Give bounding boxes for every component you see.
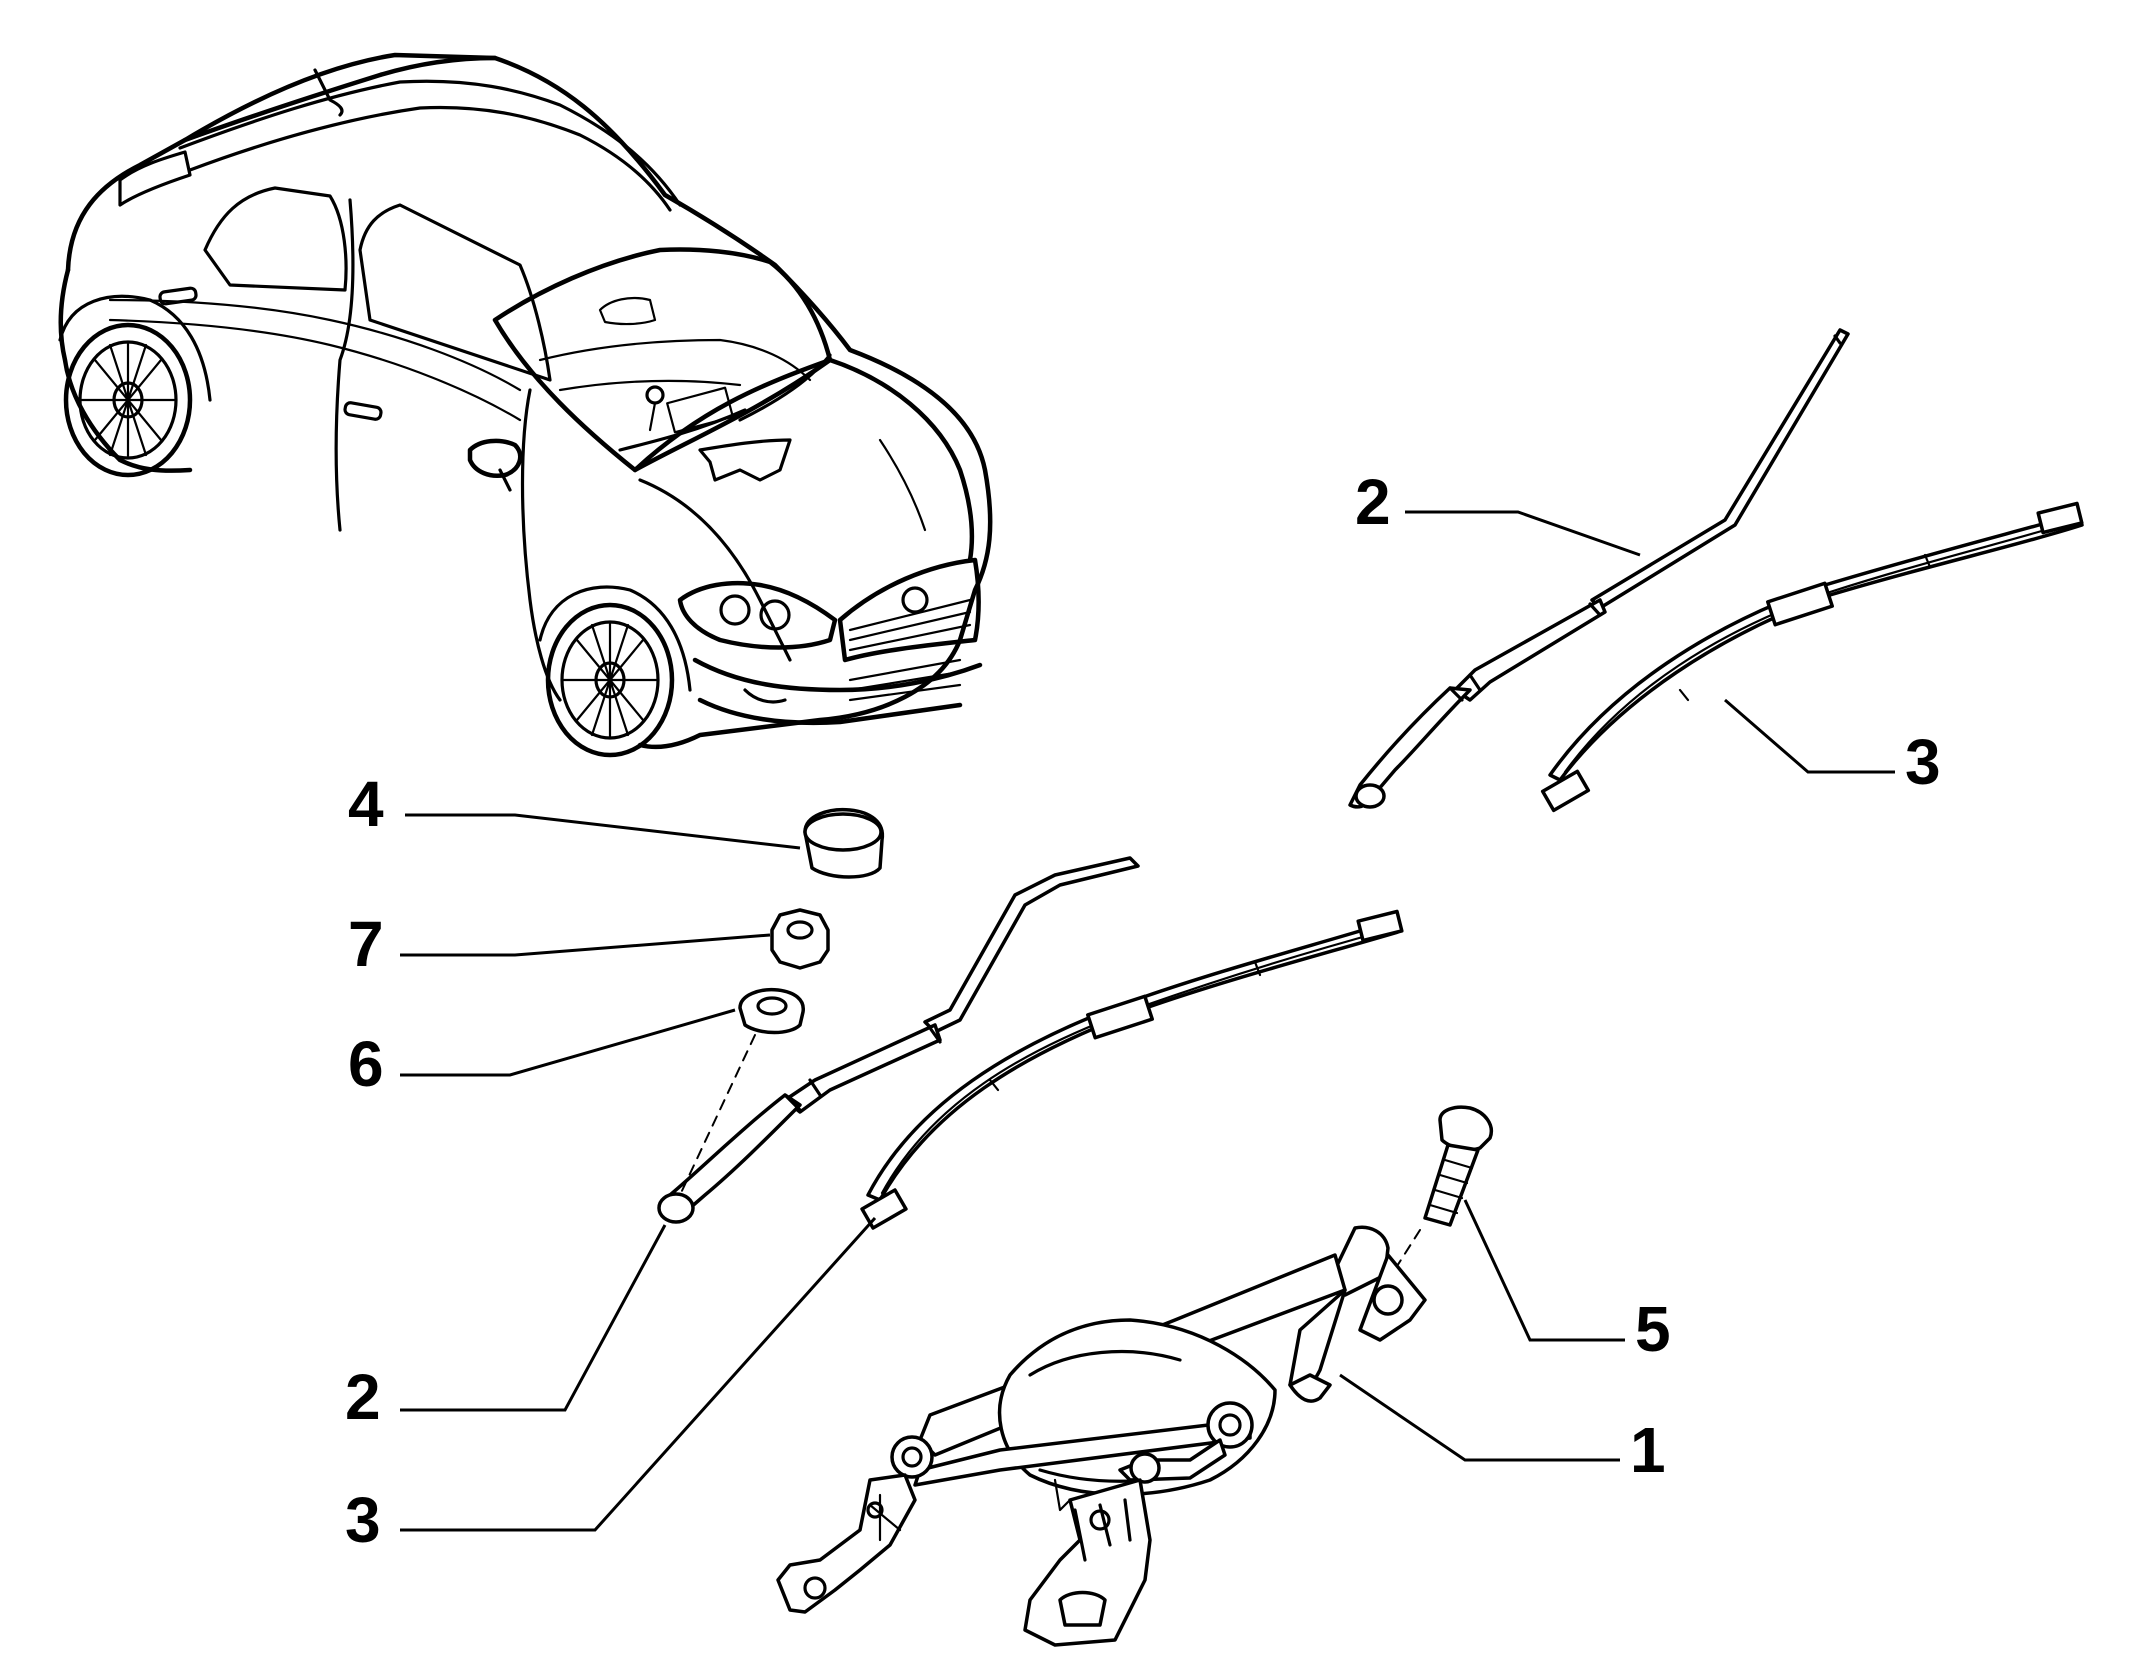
callout-2-lower-arm: 2 [345,1361,381,1433]
wiper-arm-left [657,856,1140,1224]
callout-1-linkage: 1 [1630,1414,1666,1486]
leader-lines [400,510,1895,1532]
wiper-blade-left [860,909,1404,1230]
washer-part [738,987,805,1035]
wiper-blade-right [1540,501,2084,813]
bolt-part [1423,1105,1493,1227]
callout-3-lower-blade: 3 [345,1484,381,1556]
callout-2-upper-arm: 2 [1355,466,1391,538]
wiper-arm-right [1348,328,1850,809]
callout-4-cap: 4 [348,768,384,840]
car-illustration [58,52,993,758]
callout-3-upper-blade: 3 [1905,726,1941,798]
callout-6-washer: 6 [348,1028,384,1100]
wiper-linkage-assembly [776,1225,1427,1647]
callout-5-bolt: 5 [1635,1293,1671,1365]
callout-7-nut: 7 [348,908,384,980]
cap-part [803,807,885,879]
nut-part [770,908,830,970]
